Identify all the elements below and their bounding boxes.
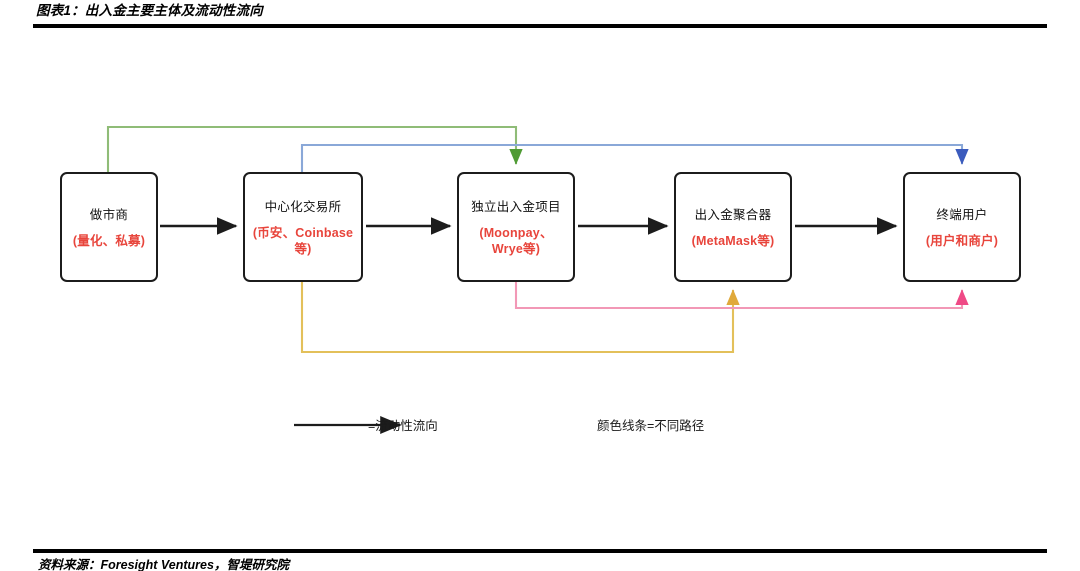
node-label: 终端用户	[936, 207, 988, 222]
header-rule	[33, 24, 1047, 28]
node-market-maker[interactable]: 做市商 (量化、私募)	[60, 172, 158, 282]
source-note: 资料来源：Foresight Ventures，智堤研究院	[38, 558, 289, 571]
node-sublabel: (币安、Coinbase等)	[252, 225, 354, 256]
node-sublabel: (Moonpay、Wrye等)	[479, 225, 553, 256]
flow-onramp-to-user	[514, 282, 969, 310]
node-label: 独立出入金项目	[471, 199, 561, 214]
node-end-user[interactable]: 终端用户 (用户和商户)	[903, 172, 1021, 282]
legend-flow-label: =流动性流向	[368, 419, 438, 433]
figure-title: 图表1：出入金主要主体及流动性流向	[36, 3, 263, 18]
node-onramp-aggregator[interactable]: 出入金聚合器 (MetaMask等)	[674, 172, 792, 282]
flow-cex-to-user	[300, 143, 969, 172]
node-label: 出入金聚合器	[694, 207, 772, 222]
flow-mm-to-onramp	[106, 125, 523, 172]
legend-arrow-icon	[294, 416, 402, 434]
node-label: 做市商	[89, 207, 129, 222]
node-independent-onramp[interactable]: 独立出入金项目 (Moonpay、Wrye等)	[457, 172, 575, 282]
legend-color-label: 颜色线条=不同路径	[597, 419, 705, 433]
node-sublabel: (用户和商户)	[925, 233, 999, 248]
node-centralized-exchange[interactable]: 中心化交易所 (币安、Coinbase等)	[243, 172, 363, 282]
footer-rule	[33, 549, 1047, 553]
node-sublabel: (MetaMask等)	[691, 233, 775, 248]
flow-cex-to-aggregator	[300, 282, 740, 354]
node-sublabel: (量化、私募)	[72, 233, 146, 248]
node-label: 中心化交易所	[264, 199, 342, 214]
